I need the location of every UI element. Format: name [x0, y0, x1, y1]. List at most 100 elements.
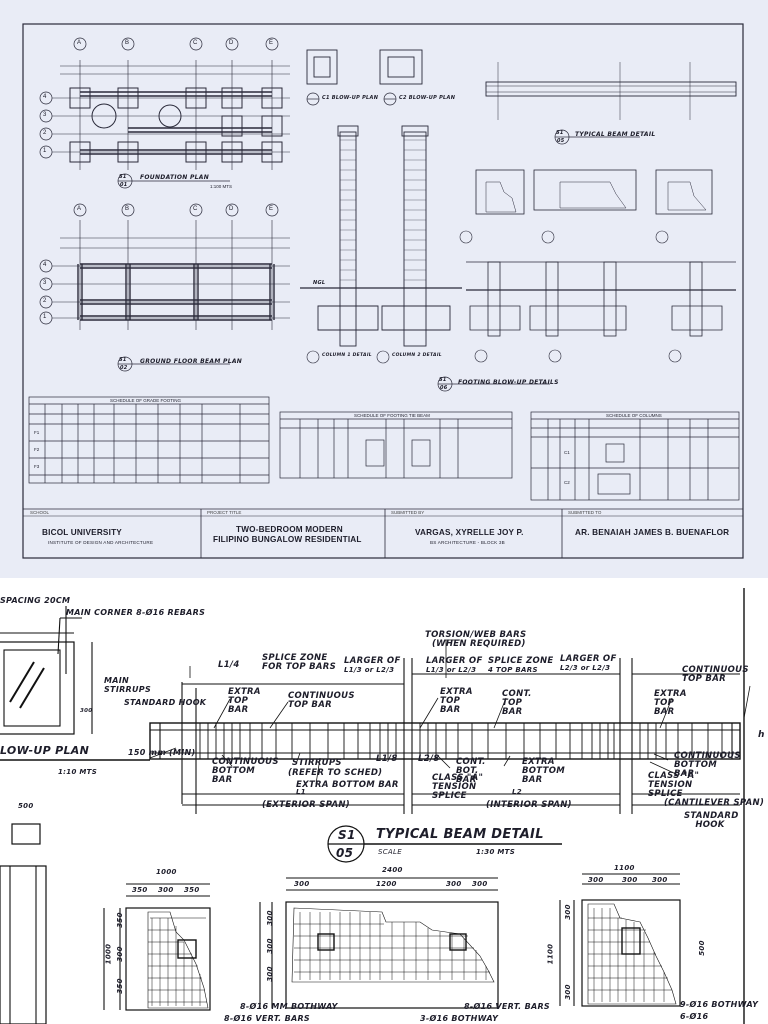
- grid-label-e: E: [269, 40, 274, 46]
- foundation-plan-title: FOUNDATION PLAN: [140, 174, 210, 181]
- extra-bottom-bar: EXTRA BOTTOM BAR: [296, 780, 399, 790]
- note-6016: 6-Ø16: [680, 1012, 709, 1021]
- torsion-bars-label: TORSION/WEB BARS: [425, 630, 527, 640]
- dim-c-3: 300: [652, 876, 668, 884]
- splice-zone-2b: 4 TOP BARS: [488, 666, 538, 674]
- vert-c-1: 300: [563, 904, 572, 920]
- dim-a-2: 300: [158, 886, 174, 894]
- beam-plan-grid: [52, 220, 290, 330]
- interior-span: (INTERIOR SPAN): [486, 800, 572, 810]
- beam-plan-title: GROUND FLOOR BEAM PLAN: [140, 358, 243, 365]
- grid-label-a-2: A: [77, 206, 82, 212]
- vert-b-2: 300: [265, 938, 274, 954]
- footing-section-b: [259, 877, 499, 1009]
- dim-b-3: 300: [446, 880, 462, 888]
- submitted-to: AR. BENAIAH JAMES B. BUENAFLOR: [575, 528, 730, 537]
- larger-of-1: LARGER OF: [344, 656, 401, 666]
- schedule-row-f2: F2: [34, 447, 40, 452]
- submitted-by: VARGAS, XYRELLE JOY P.: [415, 528, 524, 537]
- grid-label-2: 2: [43, 130, 47, 136]
- extra-top-bar-3: EXTRA TOP BAR: [654, 689, 687, 717]
- footing-section-c: [559, 873, 681, 1007]
- splice-zone-2: SPLICE ZONE: [488, 656, 554, 666]
- continuous-top-bar: CONTINUOUS TOP BAR: [288, 691, 355, 710]
- dim-b-1: 300: [294, 880, 310, 888]
- grid-label-a: A: [77, 40, 82, 46]
- submitted-by-sub: BS ARCHITECTURE - BLOCK 3B: [430, 540, 505, 545]
- detail-sub-number: 05: [336, 846, 354, 860]
- grid-label-3: 3: [43, 112, 47, 118]
- footing-section-a: [103, 883, 211, 1011]
- dim-a-1: 350: [132, 886, 148, 894]
- span-l1: L1: [296, 788, 306, 796]
- cantilever-span: (CANTILEVER SPAN): [664, 798, 765, 808]
- foundation-plan-number: S1: [119, 174, 127, 180]
- splice-zone-top-label: SPLICE ZONE FOR TOP BARS: [262, 653, 337, 672]
- scale-value: 1:30 MTS: [476, 848, 516, 856]
- school-sub: INSTITUTE OF DESIGN AND ARCHITECTURE: [48, 540, 154, 545]
- column2-detail-title: COLUMN 2 DETAIL: [392, 353, 442, 358]
- vert-c-3: 500: [697, 940, 706, 956]
- refer-to-sched: (REFER TO SCHED): [288, 768, 383, 778]
- schedule-columns-title: SCHEDULE OF COLUMNS: [606, 413, 662, 418]
- vert-c-2: 1100: [546, 943, 555, 965]
- spacing-note: SPACING 20CM: [0, 596, 71, 605]
- grid-label-4: 4: [43, 94, 47, 100]
- schedule-grade-footing-title: SCHEDULE OF GRADE FOOTING: [110, 398, 182, 403]
- beam-elevation: [149, 658, 741, 814]
- vert-a-3: 350: [115, 978, 124, 994]
- footings: [69, 87, 283, 163]
- note-mm-bothway: 8-Ø16 MM BOTHWAY: [240, 1002, 338, 1011]
- footing-blowup-sub: 06: [440, 385, 448, 391]
- footing-elevations: [466, 261, 736, 337]
- note-vert-bars-2: 8-Ø16 VERT. BARS: [464, 1002, 550, 1011]
- note-vert-bars: 8-Ø16 VERT. BARS: [224, 1014, 310, 1023]
- column1-detail-title: COLUMN 1 DETAIL: [322, 353, 372, 358]
- dim-b-2: 1200: [376, 880, 397, 888]
- scale-label: SCALE: [378, 848, 402, 856]
- schedule-tables: [28, 396, 740, 501]
- submitted-by-label: SUBMITTED BY: [391, 510, 425, 515]
- extra-top-bar-1: EXTRA TOP BAR: [228, 687, 261, 715]
- dim-c-total: 1100: [614, 864, 635, 872]
- standard-hook-right: STANDARD HOOK: [684, 811, 739, 830]
- beam-detail-small-title: TYPICAL BEAM DETAIL: [575, 131, 656, 138]
- c1-blowup-title: C1 BLOW-UP PLAN: [322, 95, 379, 101]
- min-150-label: 150 mm (MIN): [128, 748, 196, 757]
- vert-b-1: 300: [265, 910, 274, 926]
- beam-plan-sub: 02: [120, 365, 128, 371]
- title-block: [23, 508, 743, 558]
- grid-label-1-2: 1: [43, 314, 47, 320]
- grid-label-e-2: E: [269, 206, 274, 212]
- vert-a-total: 1000: [104, 943, 113, 965]
- dim-c-1: 300: [588, 876, 604, 884]
- school-name: BICOL UNIVERSITY: [42, 528, 122, 537]
- torsion-bars-note: (WHEN REQUIRED): [432, 639, 526, 649]
- foundation-plan-scale: 1:100 MTS: [210, 184, 233, 189]
- c2-blowup-title: C2 BLOW-UP PLAN: [399, 95, 456, 101]
- schedule-row-c2: C2: [564, 480, 570, 485]
- blowup-title: LOW-UP PLAN: [0, 744, 90, 757]
- submitted-to-label: SUBMITTED TO: [568, 510, 602, 515]
- beam-plan-number: S1: [119, 357, 127, 363]
- dim-a-3: 350: [184, 886, 200, 894]
- project-label: PROJECT TITLE: [207, 510, 242, 515]
- dim-300-left: 300: [80, 708, 93, 714]
- larger-of-2b: L1/3 or L2/3: [426, 666, 477, 674]
- detail-title: TYPICAL BEAM DETAIL: [376, 827, 544, 842]
- grid-label-3-2: 3: [43, 280, 47, 286]
- span-l2: L2: [512, 788, 522, 796]
- blowup-scale: 1:10 MTS: [58, 768, 98, 776]
- cont-top-bar-2: CONT. TOP BAR: [502, 689, 532, 717]
- project-line-1: TWO-BEDROOM MODERN: [236, 525, 343, 534]
- grid-label-4-2: 4: [43, 262, 47, 268]
- grid-label-c: C: [193, 40, 198, 46]
- larger-of-1b: L1/3 or L2/3: [344, 666, 395, 674]
- note-bothway-2: 9-Ø16 BOTHWAY: [680, 1000, 759, 1009]
- grid-label-d: D: [229, 40, 234, 46]
- project-line-2: FILIPINO BUNGALOW RESIDENTIAL: [213, 535, 362, 544]
- larger-of-3: LARGER OF: [560, 654, 617, 664]
- schedule-row-c1: C1: [564, 450, 570, 455]
- main-corner-note: MAIN CORNER 8-Ø16 REBARS: [66, 608, 206, 617]
- tie-beams: [80, 91, 272, 155]
